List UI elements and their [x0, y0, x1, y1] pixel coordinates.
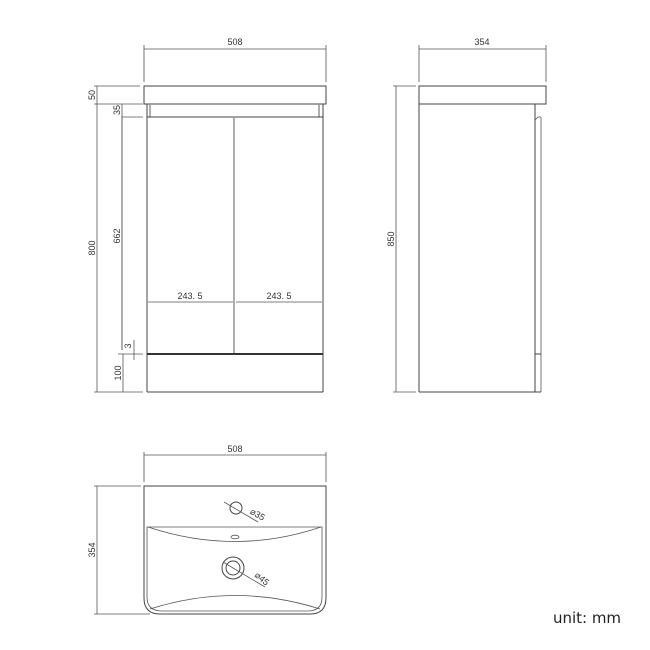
tap-hole	[229, 501, 243, 515]
plinth-height-label: 100	[113, 365, 123, 380]
side-view: 354 850	[386, 37, 547, 393]
side-depth-label: 354	[474, 37, 489, 47]
door-height-label: 662	[112, 228, 122, 243]
top-gap-label: 35	[112, 105, 122, 115]
countertop	[143, 85, 327, 105]
door-width-left-label: 243. 5	[177, 291, 202, 301]
door-width-right-label: 243. 5	[266, 291, 291, 301]
front-width-label: 508	[227, 37, 242, 47]
front-view: 508 243. 5 243. 5 50 800 35	[87, 37, 327, 393]
top-view: 508 ⌀35 ⌀45 354	[87, 444, 327, 615]
waste-hole-label: ⌀45	[253, 570, 271, 588]
unit-label: unit: mm	[553, 609, 621, 627]
waste-outlet	[221, 556, 245, 580]
overflow-slot	[230, 534, 240, 540]
gap-label: 3	[123, 343, 133, 348]
side-countertop	[418, 85, 547, 105]
side-height-label: 850	[386, 231, 396, 246]
basin-depth-label: 354	[87, 542, 97, 557]
overall-height-label: 800	[87, 240, 97, 255]
basin-outline	[143, 485, 327, 615]
tap-hole-label: ⌀35	[248, 506, 266, 522]
basin-width-label: 508	[227, 444, 242, 454]
top-thickness-label: 50	[87, 90, 97, 100]
